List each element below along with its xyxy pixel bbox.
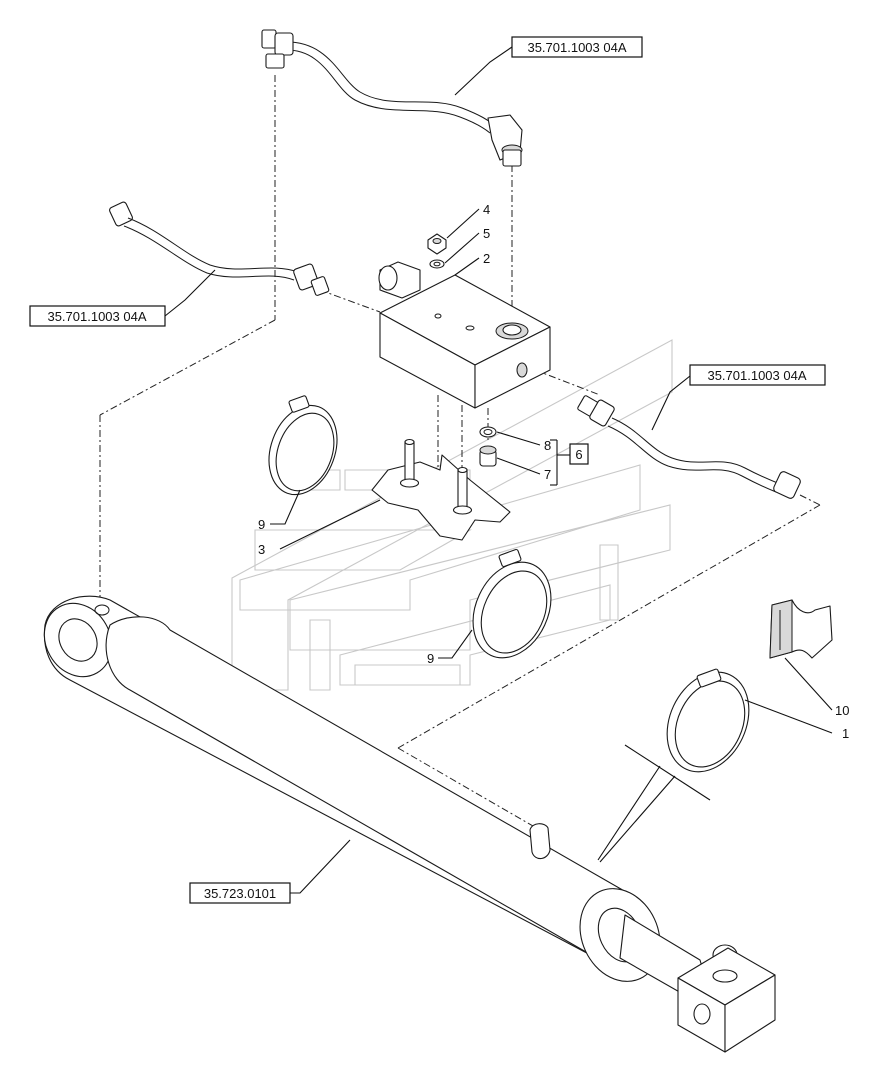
ref-top-pipe[interactable]: 35.701.1003 04A — [511, 36, 643, 58]
ref-cylinder-text: 35.723.0101 — [204, 886, 276, 901]
item-6-label: 6 — [575, 447, 582, 462]
hydraulic-cylinder — [43, 595, 776, 1053]
hose-clamp-lower — [666, 668, 750, 773]
ref-right-pipe[interactable]: 35.701.1003 04A — [689, 364, 826, 386]
seal-parts — [479, 426, 497, 467]
valve-block — [378, 261, 551, 409]
right-hydraulic-pipe — [577, 395, 801, 499]
item-10-label: 10 — [835, 703, 849, 718]
top-hydraulic-pipe — [261, 29, 523, 167]
item-9-label-middle: 9 — [427, 651, 434, 666]
ref-top-pipe-text: 35.701.1003 04A — [527, 40, 626, 55]
ref-left-pipe-text: 35.701.1003 04A — [47, 309, 146, 324]
hose-clamp-upper — [268, 395, 338, 496]
bracket-plate — [371, 438, 511, 541]
item-3-label: 3 — [258, 542, 265, 557]
item-6-box: 6 — [569, 443, 589, 465]
item-7-label: 7 — [544, 467, 551, 482]
item-2-label: 2 — [483, 251, 490, 266]
item-4-label: 4 — [483, 202, 490, 217]
nut-and-washer — [427, 233, 447, 269]
hose-clamp-middle — [472, 548, 552, 659]
left-hydraulic-pipe — [109, 201, 330, 296]
item-8-label: 8 — [544, 438, 551, 453]
item-9-label-upper: 9 — [258, 517, 265, 532]
ref-left-pipe[interactable]: 35.701.1003 04A — [29, 305, 166, 327]
item-1-label: 1 — [842, 726, 849, 741]
section-break — [597, 744, 711, 863]
saddle-spacer — [769, 599, 833, 659]
ref-cylinder[interactable]: 35.723.0101 — [189, 882, 291, 904]
item-5-label: 5 — [483, 226, 490, 241]
leader-lines — [164, 46, 833, 894]
ref-right-pipe-text: 35.701.1003 04A — [707, 368, 806, 383]
